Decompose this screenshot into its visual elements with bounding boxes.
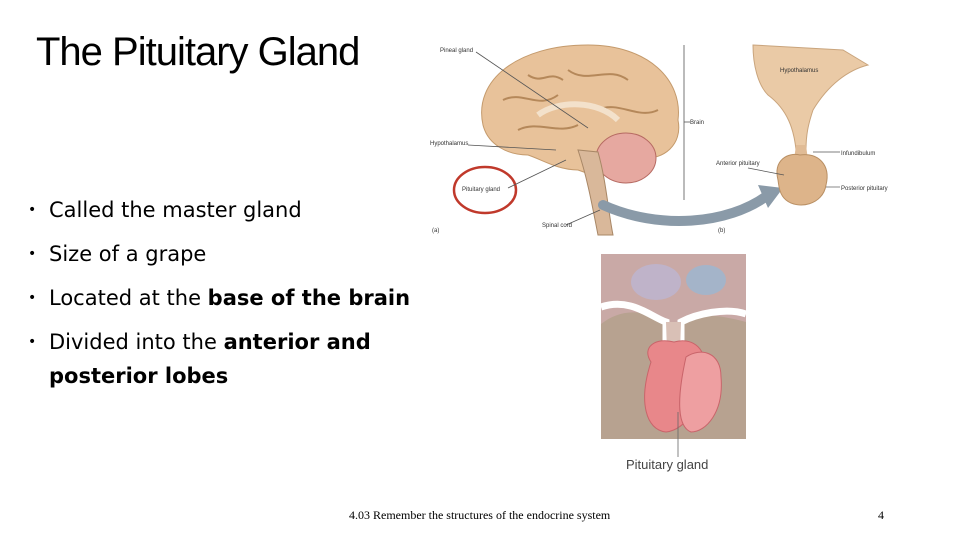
label-panel-a: (a) — [432, 228, 439, 234]
footer-text: 4.03 Remember the structures of the endo… — [349, 508, 611, 522]
brain-folds — [502, 69, 659, 131]
bullet-dot: • — [28, 290, 37, 306]
bullet-text: Located at the — [49, 286, 208, 310]
bullet-dot: • — [28, 202, 37, 218]
caption-text: Pituitary gland — [626, 457, 708, 472]
brain-diagram: Pineal gland Hypothalamus Pituitary glan… — [430, 44, 888, 236]
bullet-dot: • — [28, 246, 37, 262]
bullet-text: Divided into the — [49, 330, 224, 354]
leader-lines-b — [747, 151, 840, 188]
label-infundibulum: Infundibulum — [841, 151, 875, 157]
label-anterior-pituitary: Anterior pituitary — [716, 161, 760, 167]
label-posterior-pituitary: Posterior pituitary — [841, 186, 888, 192]
page-number: 4 — [878, 508, 884, 522]
label-hypothalamus-b: Hypothalamus — [780, 68, 818, 74]
label-pituitary: Pituitary gland — [462, 187, 500, 193]
bullet-item: • Size of a grape — [28, 237, 428, 271]
label-panel-b: (b) — [718, 228, 725, 234]
label-pineal: Pineal gland — [440, 48, 473, 54]
bullet-item: • Called the master gland — [28, 193, 428, 227]
bullet-text: Called the master gland — [49, 198, 302, 222]
corpus-callosum — [536, 101, 621, 123]
brainstem-shape — [577, 149, 614, 236]
label-spinal-cord: Spinal cord — [542, 223, 572, 229]
slide-title: The Pituitary Gland — [36, 30, 360, 74]
label-brain: Brain — [690, 120, 704, 126]
tissue-blob — [686, 265, 726, 295]
arrow-head — [758, 185, 783, 208]
posterior-lobe — [679, 351, 722, 433]
leader-lines — [467, 45, 690, 226]
label-hypothalamus: Hypothalamus — [430, 141, 468, 147]
cerebellum-shape — [595, 132, 657, 184]
pituitary-closeup: Pituitary gland — [599, 254, 748, 472]
tissue-blob — [631, 264, 681, 300]
bullet-bold-text: anterior and posterior lobes — [49, 330, 371, 388]
bullet-text: Size of a grape — [49, 242, 207, 266]
highlight-circle — [452, 165, 518, 215]
bullet-list: • Called the master gland • Size of a grap… — [28, 193, 428, 403]
bullet-item: • Divided into the anterior and posterior… — [28, 325, 428, 393]
bullet-bold-text: base of the brain — [207, 286, 411, 310]
bullet-item: • Located at the base of the brain — [28, 281, 428, 315]
bullet-dot: • — [28, 334, 37, 350]
arrow-shape — [598, 190, 773, 227]
hypothalamus-shape — [752, 44, 870, 151]
pituitary-shape-b — [776, 153, 828, 206]
